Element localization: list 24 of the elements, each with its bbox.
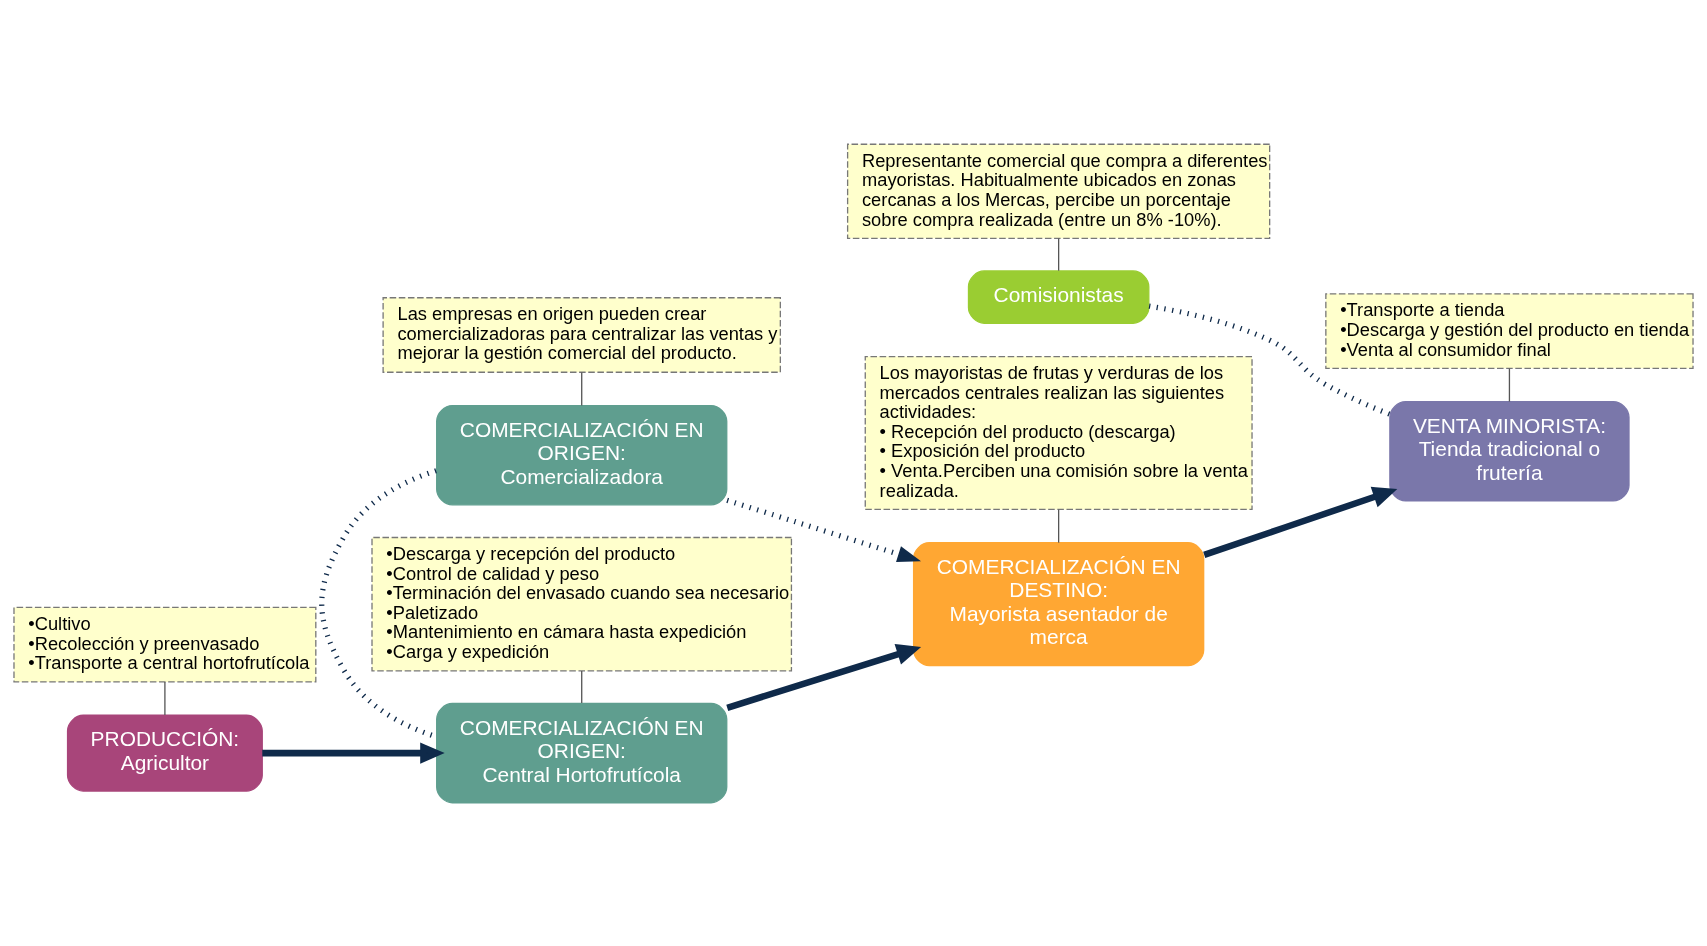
connector <box>581 371 583 406</box>
arrow <box>1203 486 1398 558</box>
node-box: COMERCIALIZACIÓN EN ORIGEN: Central Hortofrutícola <box>436 702 728 803</box>
node-box: VENTA MINORISTA: Tienda tradicional o frutería <box>1389 400 1630 502</box>
arrow <box>726 643 922 711</box>
connector <box>1508 367 1511 402</box>
arrow <box>726 497 922 562</box>
node-box: Representante comercial que compra a diferentes mayoristas. Habitualmente ubicados en zonas cercanas a los Mercas, percibe un porcentaje sobre compra realizada (entre un 8% -10%). <box>846 143 1271 239</box>
node-box: COMERCIALIZACIÓN EN ORIGEN: Comercializadora <box>436 404 728 505</box>
arrow <box>262 741 445 764</box>
connector <box>319 467 438 739</box>
connector <box>1058 237 1060 271</box>
node-box: PRODUCCIÓN: Agricultor <box>66 714 263 792</box>
connector <box>1148 303 1391 417</box>
connector <box>1058 508 1060 543</box>
connector <box>581 669 583 704</box>
connector <box>164 680 166 716</box>
node-box: Las empresas en origen pueden crear comercializadoras para centralizar las ventas y mejorar la gestión comercial del producto. <box>382 296 781 373</box>
node-box: Comisionistas <box>967 269 1150 324</box>
node-box: Los mayoristas de frutas y verduras de los mercados centrales realizan las siguientes actividades: • Recepción del producto (descarga) • Exposición del producto • Venta.Perciben una comisión sobre la venta realizada. <box>864 355 1253 510</box>
node-box: •Transporte a tienda •Descarga y gestión del producto en tienda •Venta al consumidor final <box>1325 292 1694 369</box>
node-box: •Descarga y recepción del producto •Control de calidad y peso •Terminación del envasado cuando sea necesario •Paletizado •Mantenimiento en cámara hasta expedición •Carga y expedición <box>371 536 793 671</box>
node-box: •Cultivo •Recolección y preenvasado •Transporte a central hortofrutícola <box>13 606 317 683</box>
node-box: COMERCIALIZACIÓN EN DESTINO: Mayorista asentador de merca <box>912 541 1205 666</box>
